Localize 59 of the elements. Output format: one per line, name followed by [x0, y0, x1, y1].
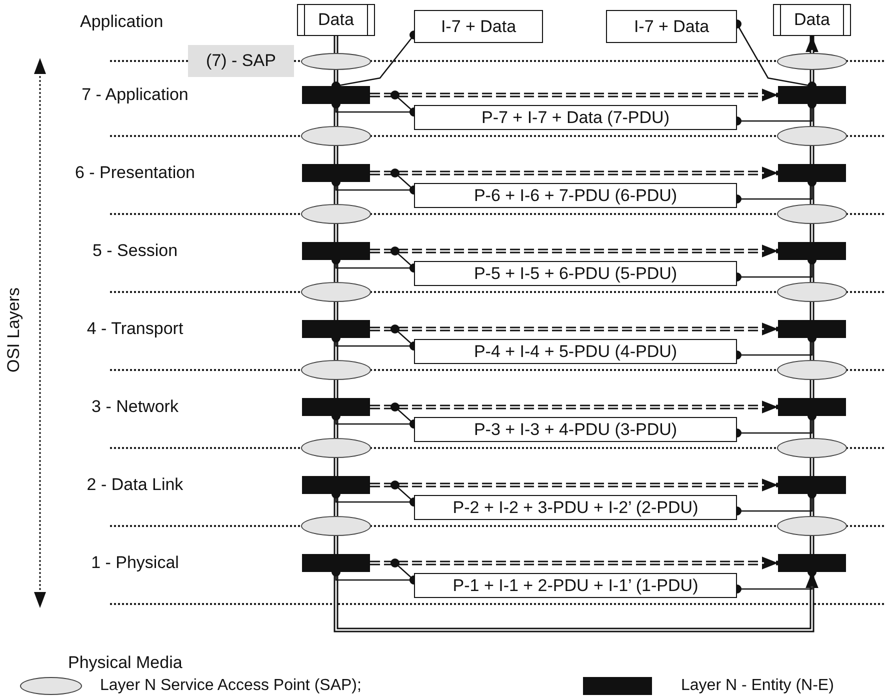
data-box: Data — [773, 4, 851, 36]
sap-label: (7) - SAP — [188, 45, 294, 77]
pdu-box: P-3 + I-3 + 4-PDU (3-PDU) — [414, 417, 737, 442]
layer-name: 2 - Data Link — [86, 475, 184, 495]
peer-protocol-arrow — [370, 322, 778, 336]
entity-bar — [302, 242, 370, 260]
data-flow-line — [334, 224, 338, 242]
data-flow-line — [806, 36, 818, 53]
peer-protocol-arrow — [370, 400, 778, 414]
legend-text: Layer N Service Access Point (SAP); — [100, 677, 362, 695]
data-box: I-7 + Data — [606, 10, 737, 43]
data-flow-line — [810, 224, 814, 242]
axis-label: OSI Layers — [4, 287, 24, 373]
entity-bar — [778, 242, 846, 260]
layer-name: 1 - Physical — [91, 553, 179, 573]
pdu-box: P-5 + I-5 + 6-PDU (5-PDU) — [414, 261, 737, 286]
media-label: Physical Media — [68, 653, 182, 673]
data-flow-line — [334, 146, 338, 164]
entity-bar — [302, 554, 370, 572]
pdu-box: P-2 + I-2 + 3-PDU + I-2’ (2-PDU) — [414, 495, 737, 520]
data-flow-line — [334, 302, 338, 320]
peer-protocol-arrow — [370, 556, 778, 570]
data-flow-line — [810, 458, 814, 476]
pdu-box: P-6 + I-6 + 7-PDU (6-PDU) — [414, 183, 737, 208]
entity-bar — [302, 320, 370, 338]
entity-bar — [778, 320, 846, 338]
layer-name: 6 - Presentation — [75, 163, 195, 183]
data-flow-line — [334, 536, 338, 554]
entity-bar — [778, 476, 846, 494]
pdu-box: P-4 + I-4 + 5-PDU (4-PDU) — [414, 339, 737, 364]
peer-protocol-arrow — [370, 88, 778, 102]
layer-name: 5 - Session — [92, 241, 178, 261]
legend-text: Layer N - Entity (N-E) — [681, 677, 834, 695]
data-flow-line — [810, 146, 814, 164]
entity-bar — [778, 164, 846, 182]
data-flow-line — [810, 380, 814, 398]
peer-protocol-arrow — [370, 166, 778, 180]
entity-bar — [302, 164, 370, 182]
pdu-box: P-1 + I-1 + 2-PDU + I-1’ (1-PDU) — [414, 573, 737, 598]
data-flow-line — [334, 458, 338, 476]
peer-protocol-arrow — [370, 478, 778, 492]
group-label: Application — [80, 12, 164, 32]
entity-bar — [302, 398, 370, 416]
peer-protocol-arrow — [370, 244, 778, 258]
data-flow-line — [334, 36, 338, 53]
layer-name: 4 - Transport — [86, 319, 184, 339]
data-flow-line — [334, 380, 338, 398]
data-flow-line — [810, 536, 814, 554]
entity-bar — [778, 398, 846, 416]
layer-name: 7 - Application — [82, 85, 188, 105]
data-box: Data — [297, 4, 375, 36]
entity-bar — [302, 86, 370, 104]
data-flow-line — [810, 302, 814, 320]
layer-name: 3 - Network — [92, 397, 178, 417]
entity-bar — [302, 476, 370, 494]
entity-bar — [778, 86, 846, 104]
pdu-box: P-7 + I-7 + Data (7-PDU) — [414, 105, 737, 130]
entity-bar — [778, 554, 846, 572]
data-box: I-7 + Data — [414, 10, 543, 43]
